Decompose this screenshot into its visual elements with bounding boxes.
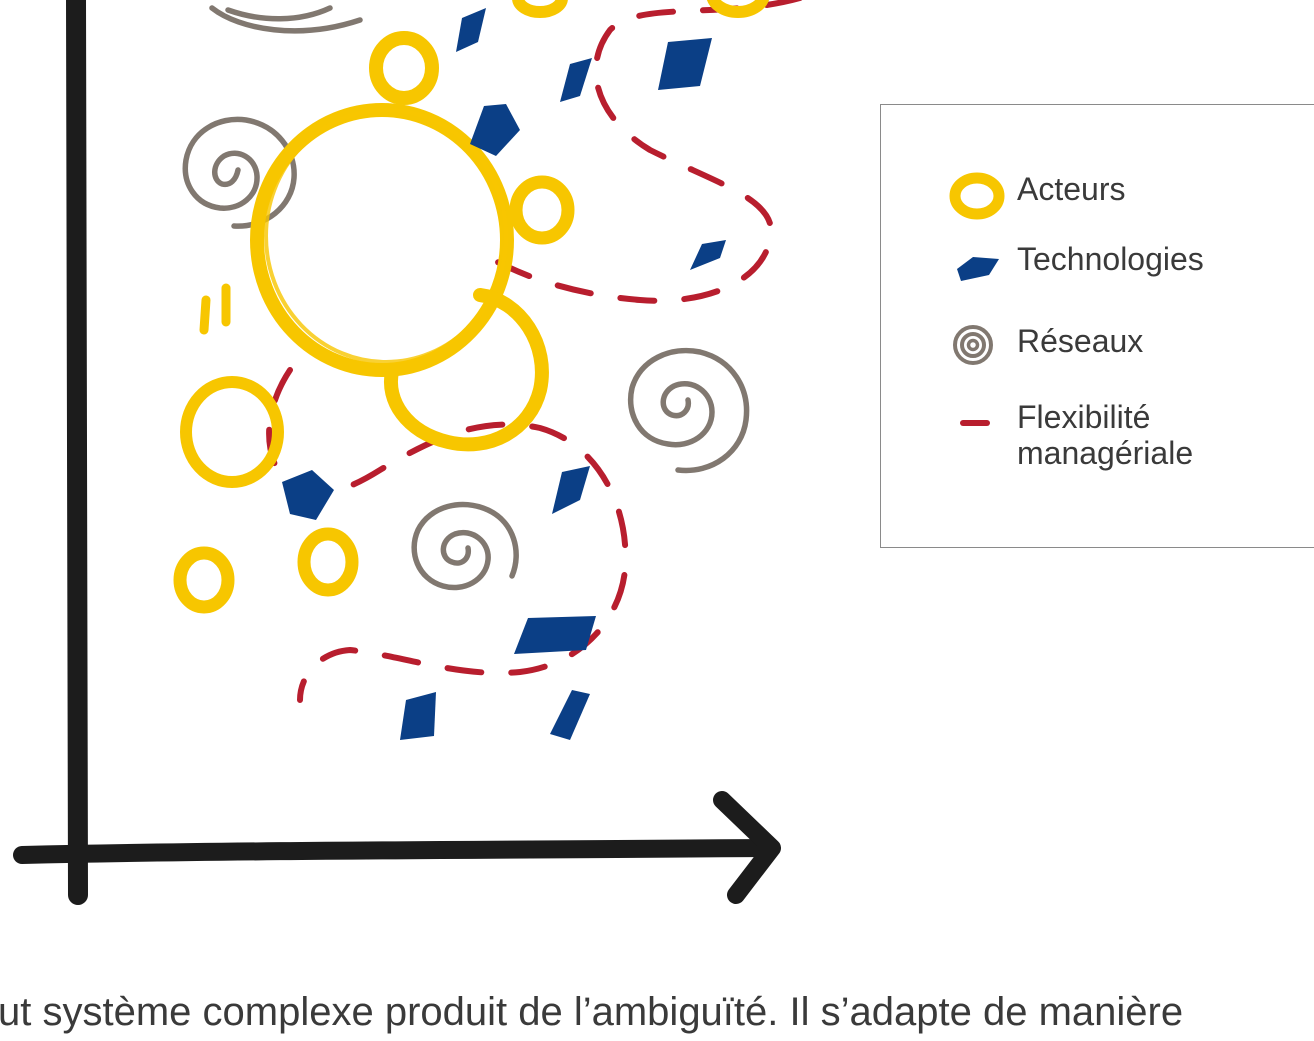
actor-ring-small	[297, 527, 359, 597]
actor-ring-small	[173, 546, 235, 614]
y-axis	[66, 0, 88, 905]
network-spiral	[209, 5, 363, 34]
network-spiral	[628, 348, 750, 474]
actor-ring-small	[369, 31, 439, 105]
actor-ring-medium-left	[180, 376, 284, 488]
yellow-ring-icon	[949, 172, 1005, 220]
technology-shape	[658, 38, 712, 90]
technology-shape	[560, 58, 592, 102]
actor-ring-small	[509, 175, 575, 245]
technology-shape	[400, 692, 436, 740]
network-spirals	[182, 5, 750, 591]
actor-mark	[199, 295, 211, 335]
legend-label-flexibility: Flexibilité	[1017, 399, 1151, 435]
x-axis	[13, 839, 777, 864]
actor-ring-medium	[384, 288, 549, 452]
actor-rings	[173, 0, 770, 614]
legend-label-technologies: Technologies	[1017, 241, 1204, 277]
flexibility-path-upper	[487, 0, 803, 304]
network-spiral	[411, 501, 519, 591]
actor-ring-small	[512, 0, 568, 18]
legend-label-networks: Réseaux	[1017, 323, 1144, 359]
actor-ring-large	[250, 103, 514, 377]
technology-shapes	[282, 8, 726, 740]
caption-text: ut système complexe produit de l’ambiguï…	[0, 990, 1184, 1034]
blue-diamond-icon	[957, 257, 999, 281]
technology-shape	[282, 470, 334, 520]
legend-box: Acteurs Technologies Réseaux Flexibilité…	[880, 104, 1314, 548]
technology-shape	[690, 240, 726, 270]
network-spiral	[225, 5, 333, 22]
axes	[13, 0, 781, 905]
legend-label-flexibility-line2: managériale	[1017, 435, 1194, 471]
legend-label-actors: Acteurs	[1017, 171, 1126, 207]
x-axis-arrowhead	[713, 791, 781, 904]
actor-ring-small	[706, 0, 770, 18]
technology-shape	[550, 690, 590, 740]
technology-shape	[514, 616, 596, 654]
grey-spiral-icon	[953, 325, 993, 365]
technology-shape	[470, 104, 520, 156]
actor-ring-large-echo	[264, 108, 508, 364]
network-spiral	[182, 116, 297, 229]
technology-shape	[456, 8, 486, 52]
red-dash-icon	[960, 420, 990, 426]
technology-shape	[552, 466, 590, 514]
